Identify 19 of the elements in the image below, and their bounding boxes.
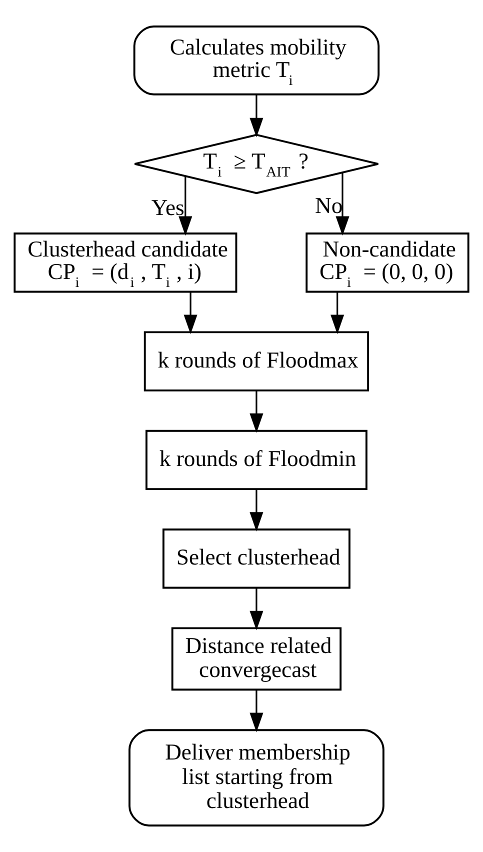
node-box: Deliver membership list starting from clusterhead [128, 729, 384, 826]
arrow [250, 390, 264, 433]
arrow [330, 292, 344, 334]
arrow [178, 176, 192, 236]
node-box: Calculates mobility metric T$_{i}$ [133, 26, 380, 96]
arrow [336, 173, 350, 236]
arrow [250, 690, 264, 732]
arrow [250, 588, 264, 630]
node-box: Distance related convergecast [171, 627, 342, 691]
arrow [250, 94, 264, 138]
edge-label: Yes [151, 194, 184, 220]
arrow [184, 292, 198, 334]
arrow [250, 490, 264, 532]
node-box: Clusterhead candidate CP$_{i}$ = (d$_{i}$, T$_{i}$, i) [14, 232, 238, 293]
node-box: k rounds of Floodmax [144, 331, 370, 392]
node-box: Non-candidate CP$_{i}$ = (0, 0, 0) [306, 232, 470, 293]
node-diamond: T$_{i}$ ≥ T$_{AIT}$ ? [134, 134, 380, 194]
node-box: Select clusterhead [162, 528, 350, 589]
node-box: k rounds of Floodmin [146, 430, 368, 490]
